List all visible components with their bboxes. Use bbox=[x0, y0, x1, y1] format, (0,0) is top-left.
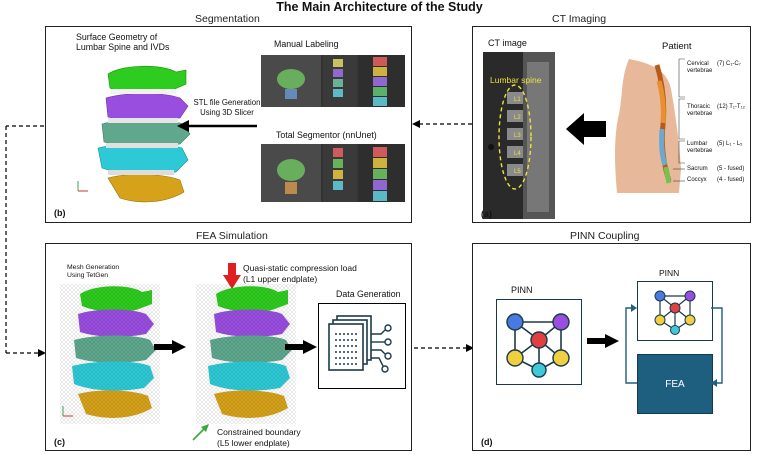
panel-c-tag: (c) bbox=[54, 437, 65, 447]
compression-load-label: Quasi-static compression load (L1 upper … bbox=[243, 263, 357, 284]
fea-box: FEA bbox=[637, 354, 713, 414]
left-arrow-icon bbox=[177, 120, 257, 132]
panel-b-tag: (b) bbox=[54, 208, 66, 218]
patient-label: Patient bbox=[662, 41, 692, 52]
right-arrow-icon-1 bbox=[154, 340, 186, 354]
pinn-right-box bbox=[637, 281, 713, 341]
section-title-ct-imaging: CT Imaging bbox=[552, 13, 607, 25]
vertebra-label-l5: L5 bbox=[514, 169, 521, 175]
connector-c-to-d bbox=[414, 344, 474, 352]
load-arrow-icon bbox=[223, 263, 241, 289]
anatomy-bracket-lines bbox=[673, 58, 685, 182]
pinn-right-label: PINN bbox=[659, 268, 680, 278]
stl-generation-label: STL file Generation Using 3D Slicer bbox=[193, 98, 261, 117]
loaded-spine-icon bbox=[196, 284, 296, 424]
anatomy-cervical-name: Cervical vertebrae bbox=[687, 61, 713, 74]
panel-fea: Mesh Generation Using TetGen Quasi-stati… bbox=[45, 243, 412, 451]
anatomy-sacrum-count: (5 - fused) bbox=[717, 166, 745, 172]
panel-ct-imaging: CT image Lumbar spine L1 L2 L3 L4 L5 Pat… bbox=[472, 26, 751, 223]
patient-spine-icon bbox=[615, 59, 681, 193]
section-title-fea: FEA Simulation bbox=[196, 230, 268, 242]
pinn-left-box bbox=[496, 299, 582, 385]
section-title-segmentation: Segmentation bbox=[195, 13, 260, 25]
right-arrow-icon-3 bbox=[587, 334, 619, 348]
constrained-boundary-label: Constrained boundary (L5 lower endplate) bbox=[217, 427, 301, 448]
ct-slice-icon bbox=[483, 52, 555, 219]
block-arrow-icon bbox=[566, 113, 606, 145]
anatomy-coccyx-name: Coccyx bbox=[687, 177, 707, 183]
mesh-generation-label: Mesh Generation Using TetGen bbox=[67, 264, 120, 279]
document-stack-icon bbox=[328, 315, 392, 373]
manual-labeling-images bbox=[261, 55, 405, 107]
vertebra-label-l2: L2 bbox=[514, 115, 521, 121]
anatomy-coccyx-count: (4 - fused) bbox=[717, 177, 745, 183]
feedback-loop-arrows bbox=[625, 304, 723, 387]
section-title-pinn: PINN Coupling bbox=[570, 230, 640, 242]
pinn-left-label: PINN bbox=[511, 285, 533, 295]
neural-network-icon-small bbox=[654, 290, 696, 335]
meshed-spine-icon bbox=[60, 284, 160, 424]
panel-d-tag: (d) bbox=[481, 437, 493, 447]
page-title: The Main Architecture of the Study bbox=[276, 0, 483, 14]
data-generation-label: Data Generation bbox=[336, 289, 401, 299]
anatomy-thoracic-name: Thoracic vertebrae bbox=[687, 104, 713, 117]
anatomy-cervical-count: (7) C₁-C₇ bbox=[717, 61, 741, 67]
spine-model-icon bbox=[97, 65, 191, 203]
anatomy-lumbar-count: (5) L₁ - L₅ bbox=[717, 141, 743, 147]
ct-image-label: CT image bbox=[488, 38, 527, 48]
neural-network-icon bbox=[506, 313, 570, 378]
anatomy-lumbar-name: Lumbar vertebrae bbox=[687, 141, 713, 154]
surface-geometry-label: Surface Geometry of Lumbar Spine and IVD… bbox=[76, 32, 170, 52]
anatomy-sacrum-name: Sacrum bbox=[687, 166, 708, 172]
right-arrow-icon-2 bbox=[285, 340, 317, 354]
panel-pinn: PINN PINN bbox=[472, 243, 751, 451]
data-generation-box bbox=[318, 303, 406, 389]
total-segmentor-label: Total Segmentor (nnUnet) bbox=[276, 130, 377, 140]
lumbar-spine-label: Lumbar spine bbox=[490, 75, 542, 85]
connector-b-to-c bbox=[5, 125, 46, 357]
vertebra-label-l4: L4 bbox=[514, 151, 521, 157]
vertebra-label-l3: L3 bbox=[514, 133, 521, 139]
boundary-arrow-icon bbox=[192, 424, 209, 441]
axis-triad-icon-2 bbox=[62, 406, 73, 417]
fea-label: FEA bbox=[665, 378, 685, 390]
axis-triad-icon bbox=[77, 181, 88, 192]
panel-segmentation: Surface Geometry of Lumbar Spine and IVD… bbox=[45, 26, 412, 223]
panel-a-tag: (a) bbox=[481, 209, 492, 219]
vertebra-label-l1: L1 bbox=[514, 97, 521, 103]
total-segmentor-images bbox=[261, 144, 405, 202]
anatomy-thoracic-count: (12) T₁-T₁₂ bbox=[717, 104, 745, 110]
connector-a-to-b bbox=[412, 120, 472, 128]
manual-labeling-label: Manual Labeling bbox=[274, 39, 339, 49]
